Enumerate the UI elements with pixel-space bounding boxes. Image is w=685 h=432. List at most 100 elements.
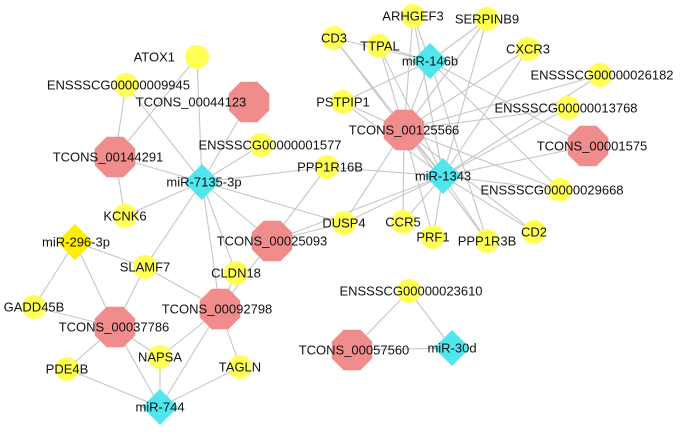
node-label: TCONS_00092798: [162, 302, 273, 317]
mirna-diamond: [184, 164, 220, 200]
gene-circle: [332, 211, 356, 235]
mirna-diamond: [434, 330, 470, 366]
gene-circle: [397, 279, 421, 303]
edge: [66, 368, 161, 408]
node-label: TCONS_00125566: [349, 123, 460, 138]
node-mirna: miR-1343: [415, 158, 471, 194]
node-gene: ARHGEF3: [382, 4, 444, 28]
node-gene: PDE4B: [46, 357, 89, 381]
node-label: TCONS_00057560: [299, 343, 410, 358]
node-label: ENSSSCG00000001577: [198, 138, 341, 153]
node-gene: DUSP4: [322, 211, 366, 235]
edge: [201, 181, 221, 310]
node-gene: CXCR3: [506, 37, 550, 61]
node-label: TCONS_00144291: [53, 150, 164, 165]
node-lncrna: TCONS_00001575: [537, 125, 648, 167]
edge: [442, 18, 488, 177]
node-label: ARHGEF3: [382, 9, 443, 24]
node-label: TCONS_00037786: [59, 320, 170, 335]
node-label: TTPAL: [360, 39, 400, 54]
gene-circle: [322, 26, 346, 50]
edge: [429, 60, 488, 242]
gene-circle: [548, 178, 572, 202]
edge: [271, 175, 444, 242]
gene-circle: [114, 73, 138, 97]
node-label: ENSSSCG00000023610: [339, 284, 482, 299]
node-label: ENSSSCG00000029668: [480, 183, 623, 198]
node-gene: ENSSSCG00000013768: [494, 96, 638, 120]
gene-circle: [55, 357, 79, 381]
gene-circle: [224, 261, 248, 285]
gene-circle: [331, 90, 355, 114]
node-gene: ENSSSCG00000023610: [339, 279, 483, 303]
gene-circle: [367, 34, 391, 58]
node-gene: NAPSA: [138, 345, 182, 369]
node-label: miR-30d: [427, 341, 476, 356]
gene-circle: [22, 295, 46, 319]
edge: [342, 60, 431, 103]
edge: [343, 175, 444, 224]
edge: [144, 181, 203, 268]
edge: [403, 48, 529, 131]
lncrna-octagon: [567, 125, 609, 167]
node-label: PPP1R3B: [458, 234, 517, 249]
node-gene: ENSSSCG00000001577: [198, 133, 342, 157]
node-label: GADD45B: [4, 300, 65, 315]
node-label: miR-7135-3p: [166, 175, 241, 190]
node-label: TAGLN: [219, 360, 261, 375]
edge: [326, 166, 444, 177]
node-gene: CD3: [321, 26, 347, 50]
lncrna-octagon: [94, 136, 136, 178]
node-label: PRF1: [416, 230, 449, 245]
edge: [429, 60, 561, 191]
mirna-diamond: [57, 224, 93, 260]
node-gene: ATOX1: [134, 45, 209, 69]
gene-circle: [556, 96, 580, 120]
lncrna-octagon: [331, 329, 373, 371]
node-lncrna: TCONS_00025093: [217, 220, 328, 262]
gene-circle: [249, 133, 273, 157]
node-gene: CCR5: [385, 210, 421, 234]
node-mirna_special: miR-296-3p: [42, 224, 110, 260]
edge: [442, 175, 561, 191]
edge: [442, 145, 589, 177]
edge: [201, 181, 345, 224]
mirna-diamond: [425, 158, 461, 194]
node-gene: PSTPIP1: [316, 90, 370, 114]
node-mirna: miR-744: [135, 389, 185, 425]
node-gene: GADD45B: [4, 295, 65, 319]
gene-circle: [315, 155, 339, 179]
node-gene: ENSSSCG00000009945: [47, 73, 190, 97]
node-label: miR-1343: [415, 169, 471, 184]
edge: [114, 56, 198, 158]
node-label: CD2: [521, 225, 547, 240]
node-gene: SLAMF7: [120, 255, 170, 279]
node-label: PSTPIP1: [316, 95, 369, 110]
node-gene: ENSSSCG00000026182: [530, 63, 674, 87]
lncrna-octagon: [251, 220, 293, 262]
node-gene: PPP1R3B: [458, 229, 517, 253]
node-gene: SERPINB9: [455, 7, 519, 31]
node-label: TCONS_00025093: [217, 234, 328, 249]
edge: [442, 48, 529, 177]
gene-circle: [401, 4, 425, 28]
node-gene: CLDN18: [211, 261, 261, 285]
gene-circle: [522, 220, 546, 244]
node-label: CLDN18: [211, 266, 261, 281]
edge: [442, 175, 535, 233]
node-label: TCONS_00001575: [537, 139, 648, 154]
node-label: miR-296-3p: [42, 235, 110, 250]
edge: [403, 74, 601, 131]
node-label: ATOX1: [134, 50, 175, 65]
node-gene: TTPAL: [360, 34, 400, 58]
edge: [442, 74, 601, 177]
edge: [159, 366, 241, 408]
nodes-layer: ATOX1ENSSSCG00000009945TCONS_00044123ENS…: [4, 4, 674, 425]
node-lncrna: TCONS_00057560: [299, 329, 410, 371]
node-lncrna: TCONS_00144291: [53, 136, 164, 178]
edge: [125, 84, 203, 183]
node-label: PDE4B: [46, 362, 89, 377]
mirna-diamond: [412, 43, 448, 79]
gene-circle: [475, 229, 499, 253]
